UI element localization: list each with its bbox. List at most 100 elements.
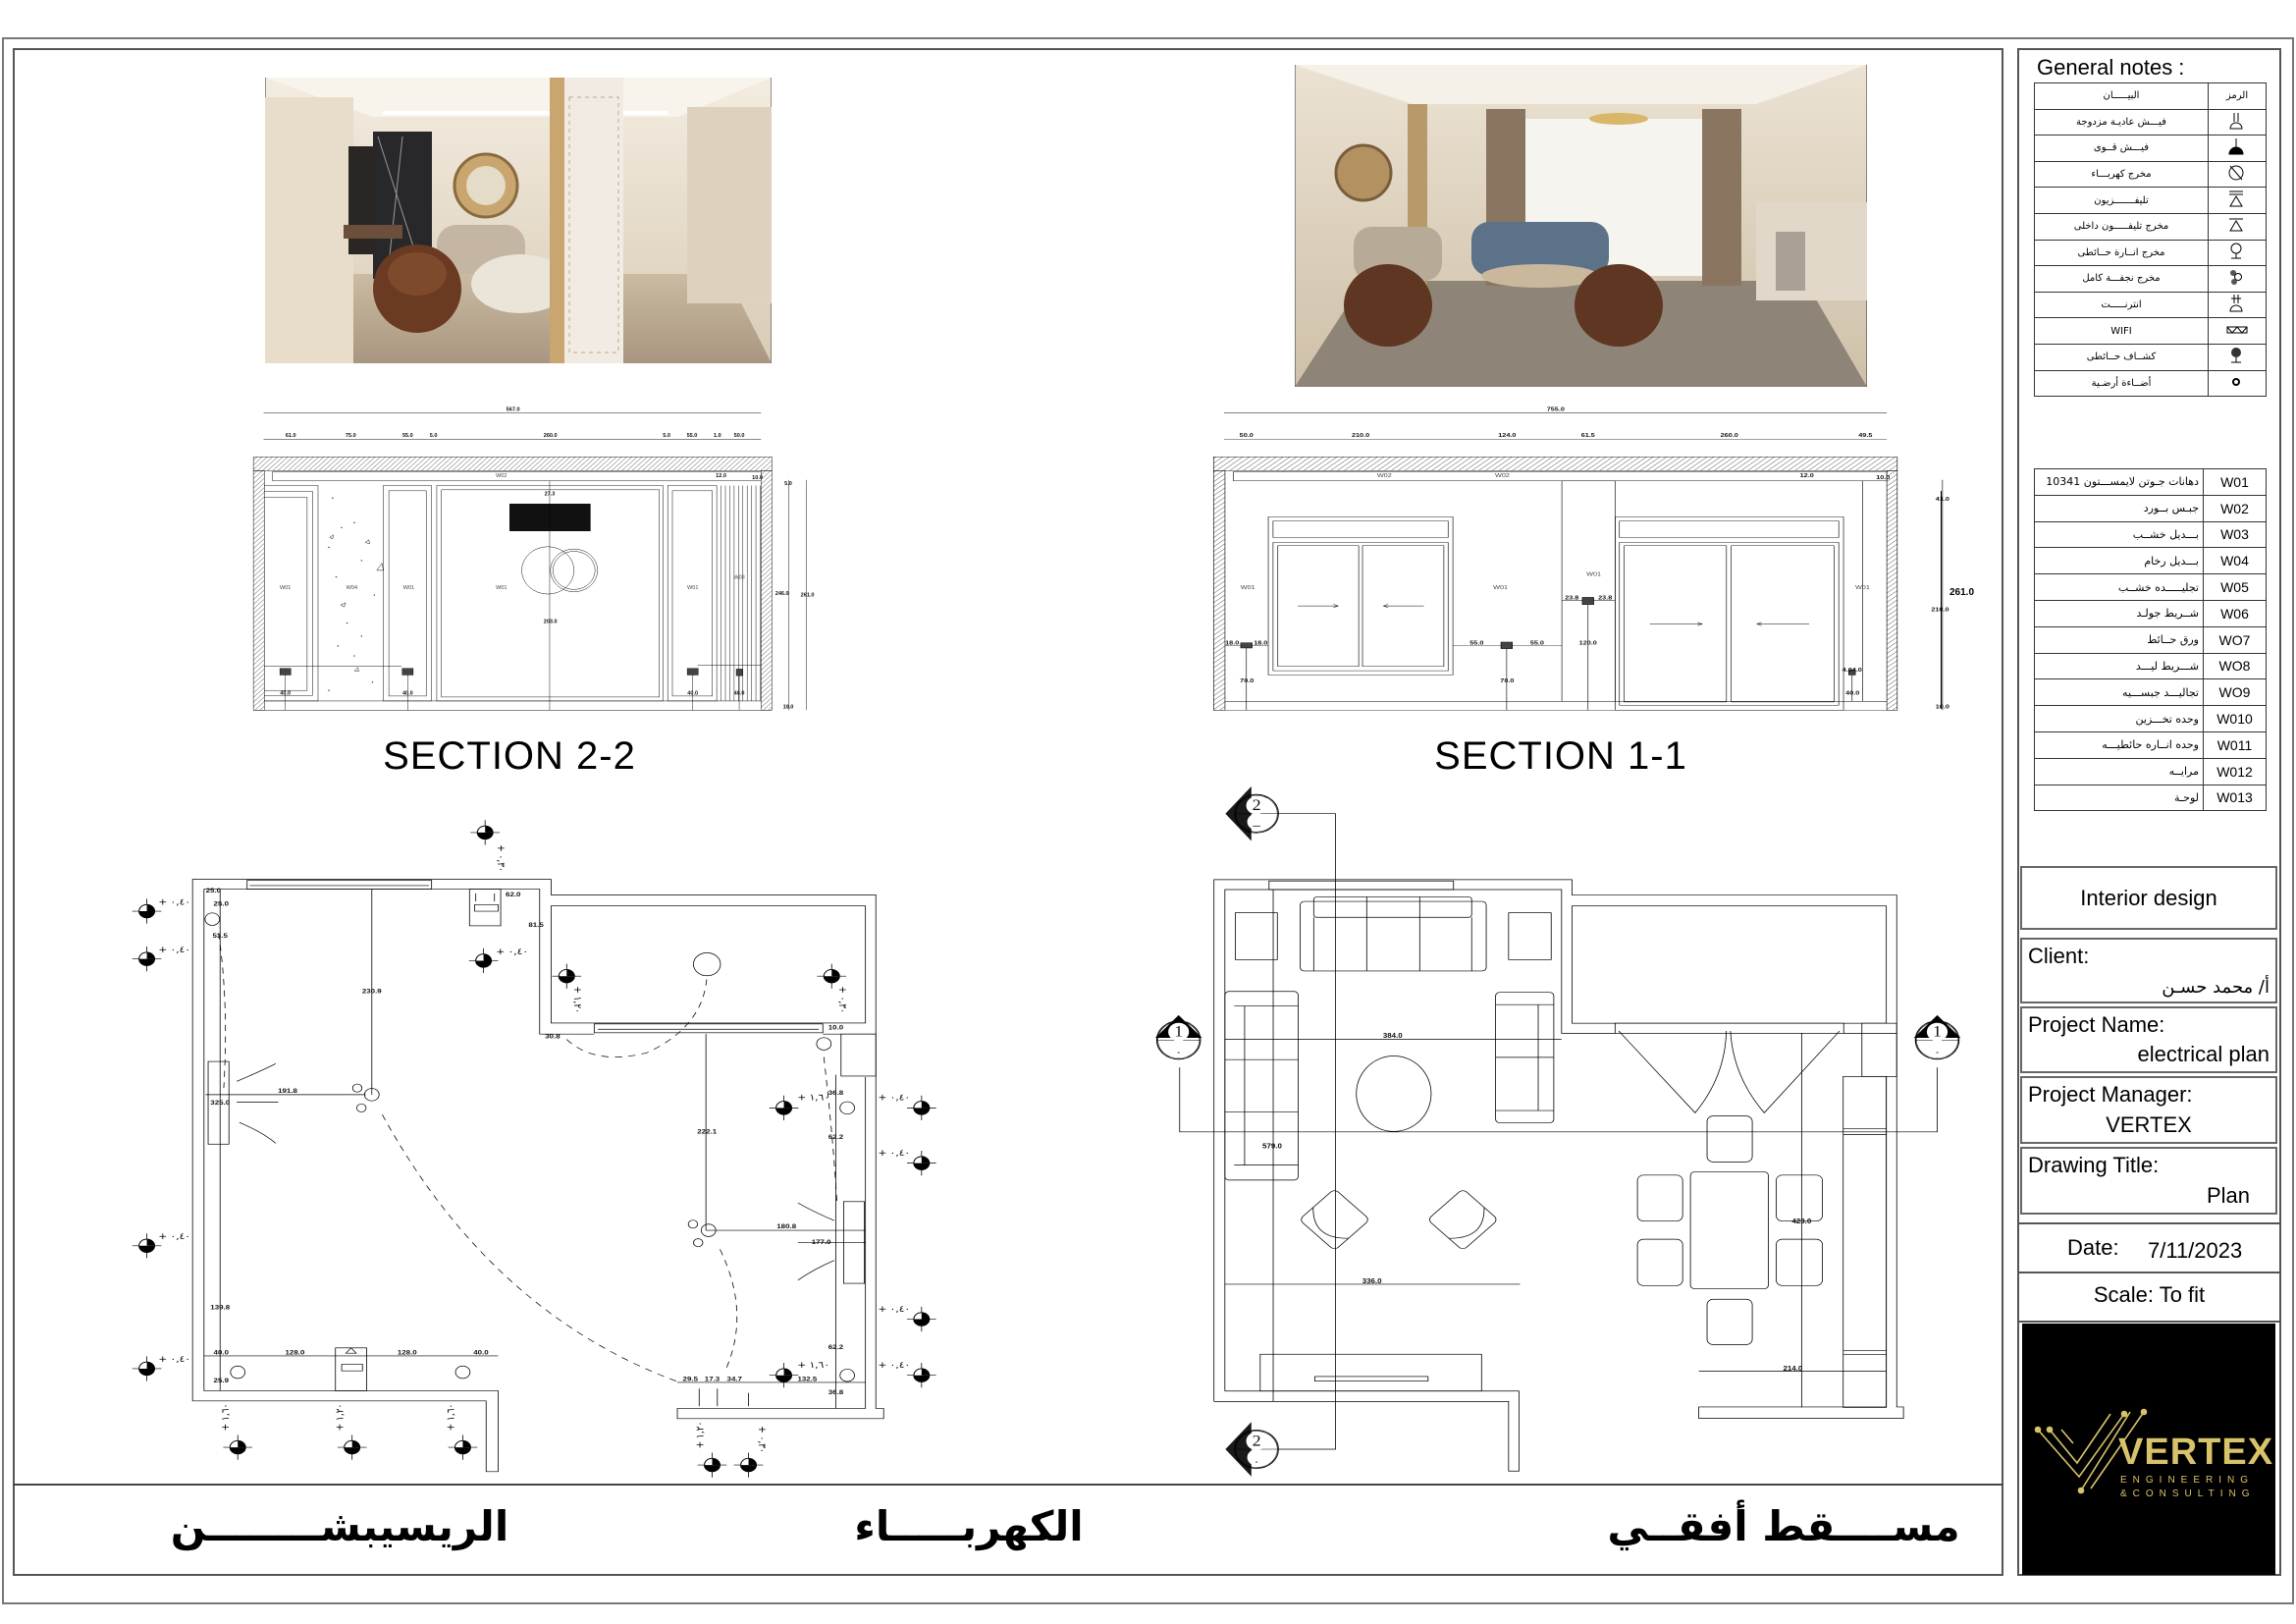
electrical-plan: + ٠,٤٠+ ٠,٤٠+ ٠,٤٠+ ٠,٤٠+ ٠,٣٠+ ٠,٤٠+ ١,… <box>132 819 937 1479</box>
section-marker-icon: 1- <box>1154 1014 1202 1060</box>
material-tag: W02 <box>496 473 507 479</box>
material-tag: W01 <box>1586 572 1602 578</box>
dimension-label: 18.0 <box>1254 640 1268 646</box>
dimension-label: 25.0 <box>206 887 221 894</box>
legend-symbol-cell <box>2208 212 2267 241</box>
dimension-label: 260.0 <box>544 433 558 439</box>
outlet-icon <box>551 963 582 990</box>
material-code: W04 <box>2203 547 2267 575</box>
dimension-label: 25.9 <box>214 1376 229 1383</box>
power-socket-icon <box>2228 138 2244 155</box>
divider <box>2017 1222 2281 1224</box>
dimension-label: 40.0 <box>734 691 745 697</box>
outlet-icon <box>337 1434 368 1461</box>
legend-symbol-cell <box>2208 317 2267 345</box>
legend-symbol-cell <box>2208 239 2267 267</box>
sheet-border <box>2 37 2294 1604</box>
dimension-label: 10.0 <box>752 475 763 481</box>
material-code: W03 <box>2203 520 2267 549</box>
legend-description: مخرج كهربـــاء <box>2034 160 2209 189</box>
section-marker-number: 1 <box>1933 1023 1942 1041</box>
date-label: Date: <box>2067 1235 2119 1260</box>
legend-description: WIFI <box>2034 317 2209 345</box>
dimension-label: 30.8 <box>545 1032 560 1040</box>
material-description: بـــديل رخام <box>2034 547 2204 575</box>
dimension-label: 70.0 <box>1240 678 1255 684</box>
scale-label: Scale: <box>2093 1282 2154 1307</box>
outlet-height-label: + ١,٢٠ <box>695 1422 707 1449</box>
material-tag: W01 <box>1855 585 1871 591</box>
dimension-label: 50.0 <box>734 433 745 439</box>
wall-light-icon <box>2230 243 2242 259</box>
dimension-label: 27.3 <box>545 492 556 498</box>
dimension-label: 61.5 <box>1581 433 1596 439</box>
section-marker-sheet: — <box>1253 822 1261 830</box>
outlet-height-label: + ٠,٣٠ <box>495 844 507 872</box>
outlet-height-label: + ١,٦٠ <box>221 1404 233 1432</box>
outlet-height-label: + ٠,٤٠ <box>496 947 528 957</box>
dimension-label: 18.0 <box>1225 640 1240 646</box>
dimension-label: 36.8 <box>828 1088 843 1096</box>
legend-description: تليفـــــــزيون <box>2034 187 2209 214</box>
material-code: WO9 <box>2203 678 2267 707</box>
chandelier-outlet-icon <box>2230 270 2242 286</box>
dimension-label: 17.3 <box>705 1375 720 1382</box>
logo-line-1: ENGINEERING <box>2120 1475 2255 1486</box>
dimension-label: 5.0 <box>663 433 670 439</box>
dimension-label: 40.0 <box>687 691 698 697</box>
category-text: Interior design <box>2080 886 2217 910</box>
legend-header-symbol: الرمز <box>2208 82 2267 110</box>
dimension-label: 12.0 <box>1800 473 1815 479</box>
dimension-label: 214.0 <box>1783 1364 1802 1372</box>
dimension-label: 261.0 <box>1949 587 1975 598</box>
dimension-label: 70.0 <box>1500 678 1515 684</box>
dimension-label: 128.0 <box>398 1348 417 1356</box>
dimension-label: 261.0 <box>801 593 815 599</box>
material-description: بـــديل خشــب <box>2034 520 2204 549</box>
dimension-label: 34.7 <box>727 1375 742 1382</box>
outlet-height-label: + ٠,٣٠ <box>756 1426 768 1453</box>
material-description: شــريط جولـد <box>2034 599 2204 627</box>
legend-symbol-cell <box>2208 108 2267 136</box>
legend-row: انترنـــــت <box>2034 291 2267 319</box>
outlet-icon <box>132 946 162 972</box>
dimension-label: 5.0 <box>784 481 792 487</box>
title-reception: الريسيبشــــــــن <box>170 1502 509 1550</box>
material-tag: W01 <box>687 585 698 591</box>
outlet-height-label: + ١,٦٠ <box>797 1361 829 1371</box>
dimension-label: 755.0 <box>1547 406 1566 412</box>
outlet-icon <box>697 1451 727 1479</box>
material-tag: W01 <box>403 585 414 591</box>
material-code: W06 <box>2203 599 2267 627</box>
material-code: W012 <box>2203 757 2267 785</box>
dimension-label: 55.0 <box>1469 640 1484 646</box>
outlet-icon <box>448 1434 478 1461</box>
legend-header: البيـــــان الرمز <box>2034 82 2267 110</box>
legend-symbol-cell <box>2208 369 2267 398</box>
dimension-label: 81.5 <box>528 920 543 928</box>
wall-spot-icon <box>2231 348 2241 363</box>
outlet-icon <box>906 1150 937 1176</box>
scale-row: Scale: To fit <box>2017 1273 2281 1321</box>
outlet-height-label: + ٠,٤٠ <box>878 1149 910 1159</box>
material-code: WO8 <box>2203 652 2267 680</box>
material-tag: W02 <box>1495 473 1511 479</box>
bottom-band-divider <box>13 1484 2003 1486</box>
client-value: أ/ محمد حسـن <box>2162 977 2269 998</box>
title-column-frame <box>2017 48 2281 1576</box>
dimension-label: 180.8 <box>776 1222 796 1230</box>
dimension-label: 423.0 <box>1791 1217 1811 1224</box>
legend-description: فيـــش قــوى <box>2034 135 2209 162</box>
section-2-2-title: SECTION 2-2 <box>383 734 636 778</box>
general-notes-title: General notes : <box>2037 55 2185 80</box>
outlet-height-label: + ٠,٤٠ <box>878 1305 910 1315</box>
title-electrical: الكهربـــــاء <box>854 1502 1084 1550</box>
